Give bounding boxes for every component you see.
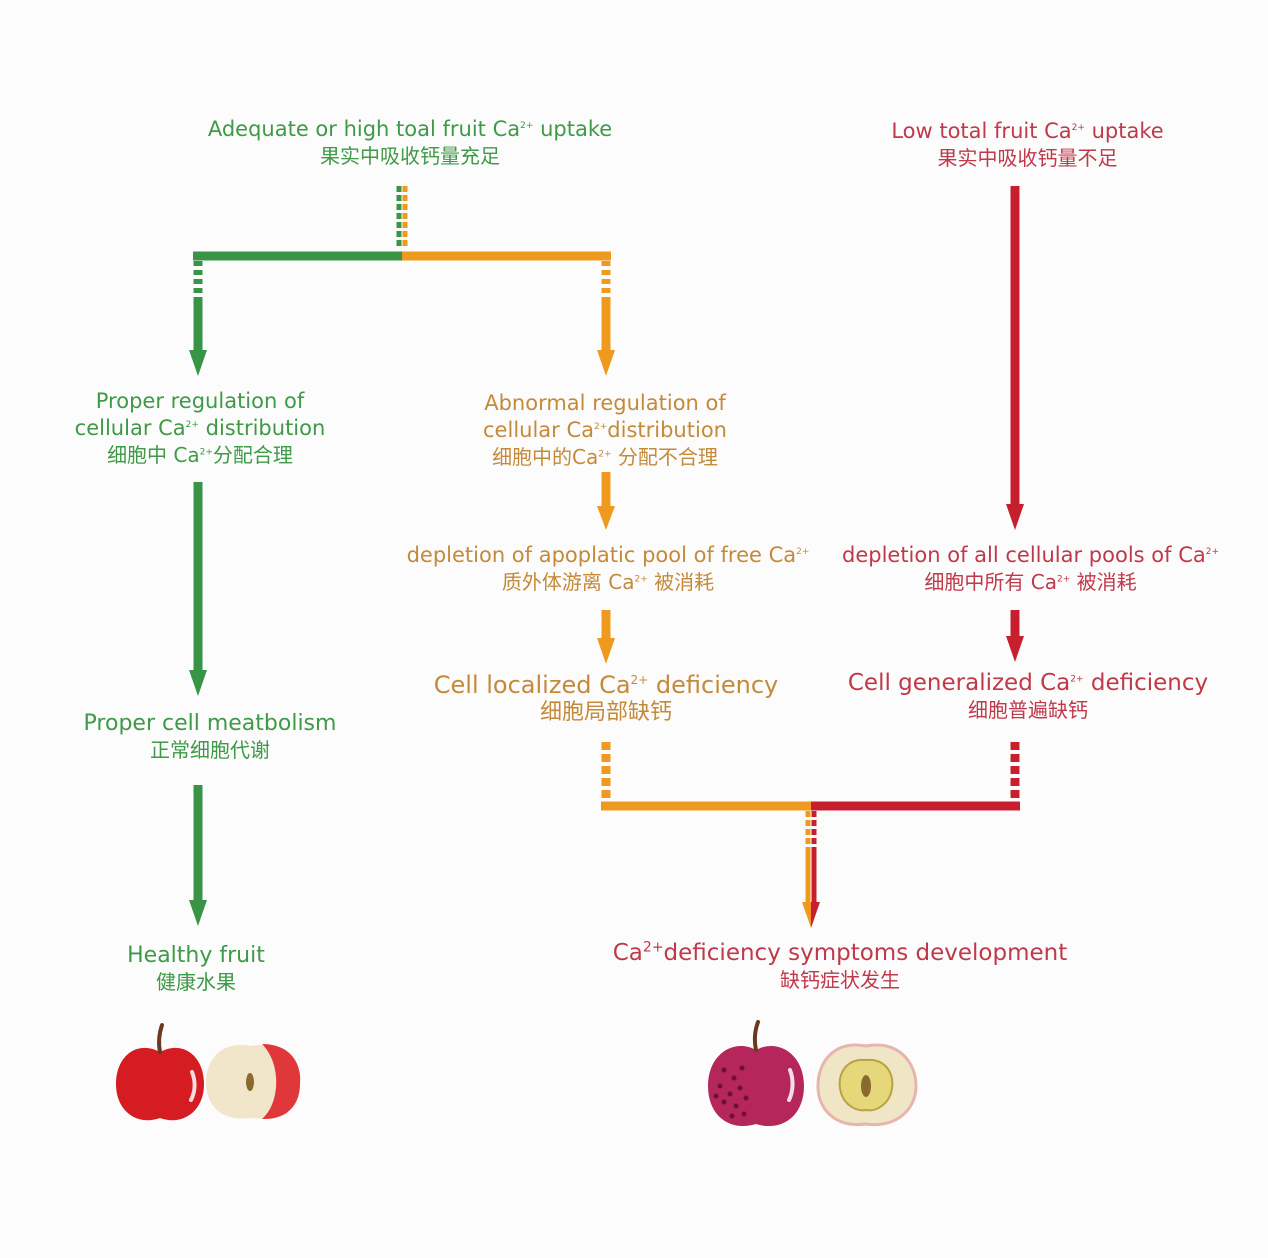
node-proper-reg-en1: Proper regulation of xyxy=(95,389,305,413)
arrow-orange-1 xyxy=(597,261,615,376)
node-low-en: Low total fruit Ca2+ uptake xyxy=(891,119,1164,143)
node-metabolism: Proper cell meatbolism 正常细胞代谢 xyxy=(60,710,360,764)
node-all-pools-depletion: depletion of all cellular pools of Ca2+ … xyxy=(818,542,1243,596)
node-all-pools-en: depletion of all cellular pools of Ca2+ xyxy=(841,543,1220,567)
arrow-symptoms xyxy=(802,811,820,928)
node-low-zh: 果实中吸收钙量不足 xyxy=(937,146,1118,170)
arrow-red-2 xyxy=(1006,610,1024,662)
arrow-green-3 xyxy=(189,785,207,926)
node-generalized-zh: 细胞普遍缺钙 xyxy=(968,698,1088,722)
split-top-connector xyxy=(193,186,611,261)
node-low-uptake: Low total fruit Ca2+ uptake 果实中吸收钙量不足 xyxy=(820,118,1235,172)
node-abnormal-reg-en2: cellular Ca2+distribution xyxy=(483,418,727,442)
arrow-orange-2 xyxy=(597,472,615,530)
node-adequate-en: Adequate or high toal fruit Ca2+ uptake xyxy=(207,117,613,141)
node-localized-zh: 细胞局部缺钙 xyxy=(539,700,672,725)
node-adequate-zh: 果实中吸收钙量充足 xyxy=(320,144,500,168)
healthy-apple-icon xyxy=(116,1023,204,1121)
arrow-red-1 xyxy=(1006,186,1024,530)
node-apoplastic-depletion: depletion of apoplatic pool of free Ca2+… xyxy=(378,542,838,596)
node-healthy-en: Healthy fruit xyxy=(127,943,265,968)
arrow-green-2 xyxy=(189,482,207,696)
node-generalized-en: Cell generalized Ca2+ deficiency xyxy=(847,670,1209,696)
node-localized-deficiency: Cell localized Ca2+ deficiency 细胞局部缺钙 xyxy=(416,672,796,726)
node-apoplastic-zh: 质外体游离 Ca2+ 被消耗 xyxy=(501,570,715,594)
node-abnormal-regulation: Abnormal regulation of cellular Ca2+dist… xyxy=(455,390,755,471)
node-healthy-zh: 健康水果 xyxy=(156,970,236,994)
diseased-apple-half-icon xyxy=(816,1043,918,1127)
node-metabolism-en: Proper cell meatbolism xyxy=(83,711,337,736)
node-proper-regulation: Proper regulation of cellular Ca2+ distr… xyxy=(55,388,345,469)
node-abnormal-reg-en1: Abnormal regulation of xyxy=(484,391,726,415)
node-adequate-uptake: Adequate or high toal fruit Ca2+ uptake … xyxy=(170,116,650,170)
node-proper-reg-zh: 细胞中 Ca2+分配合理 xyxy=(107,443,293,467)
node-metabolism-zh: 正常细胞代谢 xyxy=(150,738,270,762)
healthy-apple-half-icon xyxy=(206,1044,301,1120)
arrow-orange-3 xyxy=(597,610,615,664)
node-healthy-fruit: Healthy fruit 健康水果 xyxy=(96,942,296,996)
diseased-apple-icon xyxy=(708,1020,804,1127)
node-symptoms-en: Ca2+deficiency symptoms development xyxy=(612,939,1068,966)
node-abnormal-reg-zh: 细胞中的Ca2+ 分配不合理 xyxy=(492,445,718,469)
node-symptoms: Ca2+deficiency symptoms development 缺钙症状… xyxy=(580,940,1100,994)
node-proper-reg-en2: cellular Ca2+ distribution xyxy=(74,416,326,440)
node-all-pools-zh: 细胞中所有 Ca2+ 被消耗 xyxy=(924,570,1137,594)
merge-connector xyxy=(601,742,1020,811)
node-generalized-deficiency: Cell generalized Ca2+ deficiency 细胞普遍缺钙 xyxy=(828,670,1228,724)
node-apoplastic-en: depletion of apoplatic pool of free Ca2+ xyxy=(406,543,810,567)
arrow-green-1 xyxy=(189,261,207,376)
node-symptoms-zh: 缺钙症状发生 xyxy=(780,968,900,992)
node-localized-en: Cell localized Ca2+ deficiency xyxy=(433,671,779,699)
